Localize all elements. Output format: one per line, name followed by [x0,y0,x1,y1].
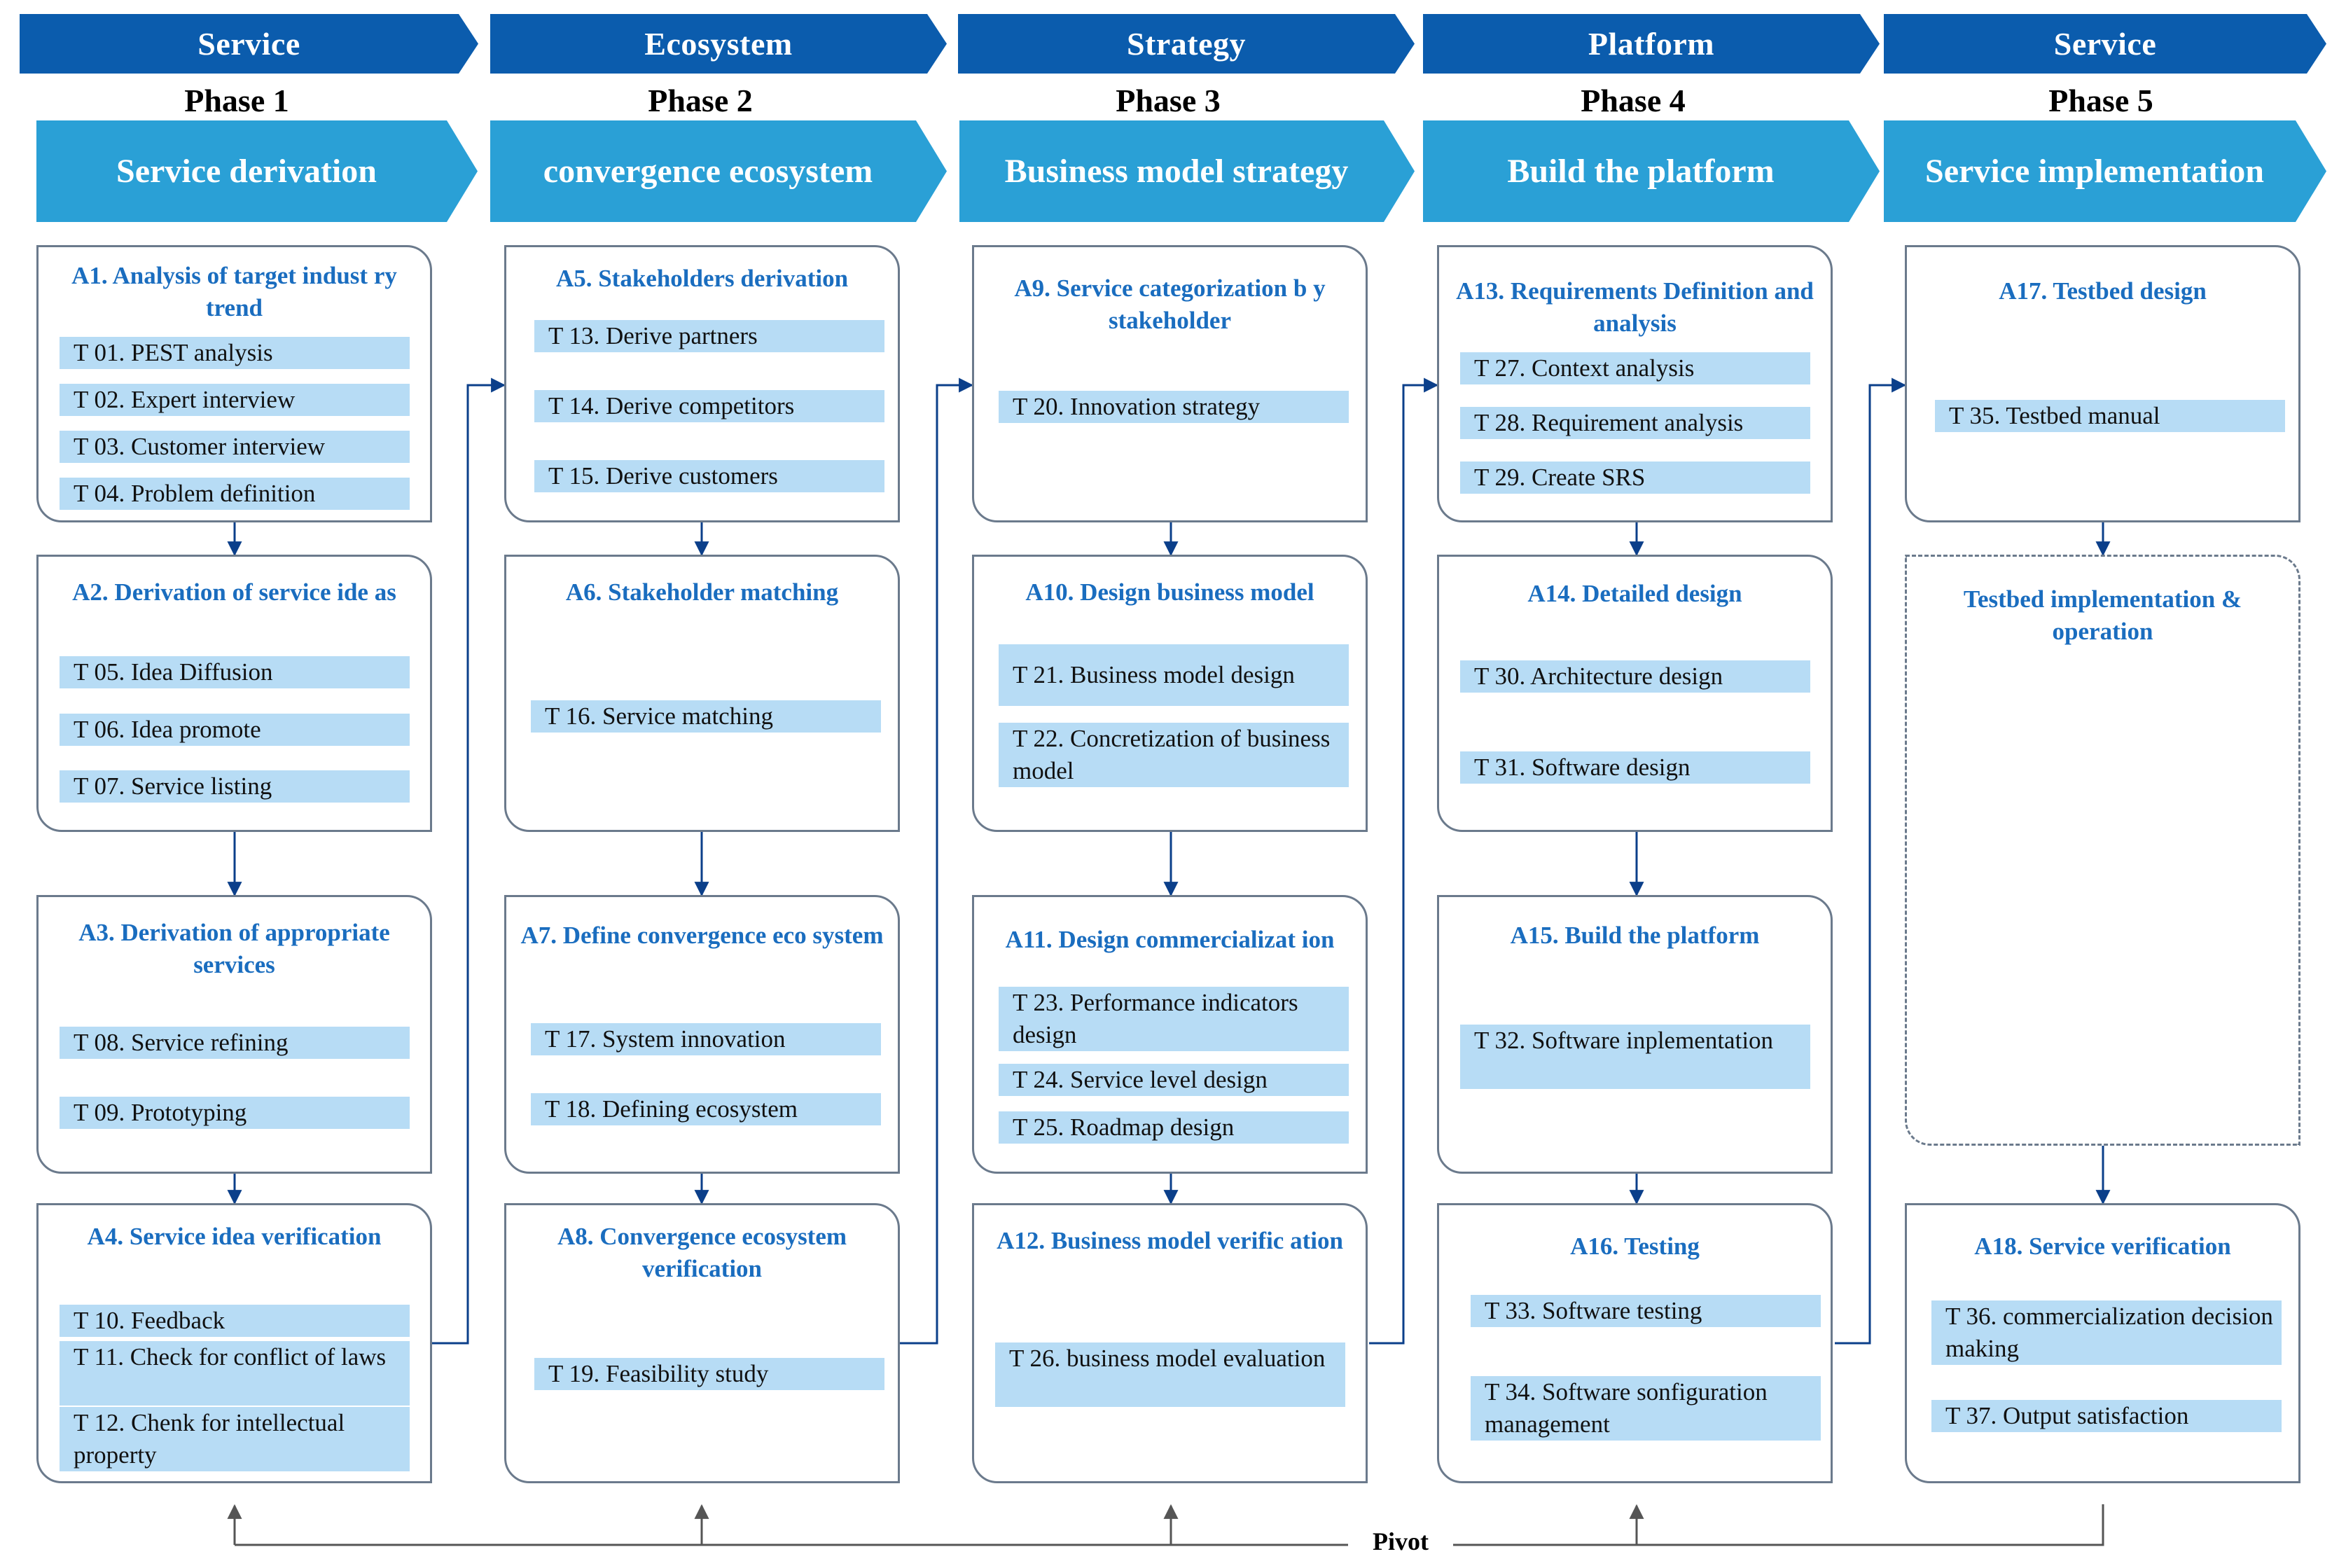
stage-arrow-strategy: Strategy [958,14,1415,74]
task-t33: T 33. Software testing [1471,1295,1821,1327]
task-t35: T 35. Testbed manual [1935,400,2285,432]
phase-label-3: Phase 3 [1116,82,1221,118]
activity-title: A2. Derivation of service ide as [72,578,396,606]
activity-testbed-implementation: Testbed implementation & operation [1905,555,2300,1146]
activity-a4: A4. Service idea verification T 10. Feed… [36,1203,432,1483]
activity-title: A11. Design commercializat ion [1005,926,1335,953]
task-t10: T 10. Feedback [60,1305,410,1337]
task-t14: T 14. Derive competitors [534,390,884,422]
task-t32: T 32. Software inplementation [1460,1025,1810,1089]
activity-a17: A17. Testbed design T 35. Testbed manual [1905,245,2300,522]
task-t34: T 34. Software sonfiguration management [1471,1376,1821,1441]
task-t26: T 26. business model evaluation [995,1342,1345,1407]
task-t23: T 23. Performance indicators design [999,987,1349,1051]
task-t11: T 11. Check for conflict of laws [60,1341,410,1406]
task-t13: T 13. Derive partners [534,320,884,352]
task-t07: T 07. Service listing [60,770,410,803]
activity-a13: A13. Requirements Definition and analysi… [1437,245,1833,522]
task-t24: T 24. Service level design [999,1064,1349,1096]
task-t30: T 30. Architecture design [1460,660,1810,693]
activity-title: A10. Design business model [1025,578,1314,606]
activity-title: A14. Detailed design [1527,580,1742,607]
task-t27: T 27. Context analysis [1460,352,1810,384]
activity-title: A7. Define convergence eco system [520,922,884,949]
phase-label-5: Phase 5 [2048,82,2153,118]
activity-a14: A14. Detailed design T 30. Architecture … [1437,555,1833,832]
activity-a11: A11. Design commercializat ion T 23. Per… [972,895,1368,1174]
task-t04: T 04. Problem definition [60,478,410,510]
task-t31: T 31. Software design [1460,751,1810,784]
task-t20: T 20. Innovation strategy [999,391,1349,423]
task-t19: T 19. Feasibility study [534,1358,884,1390]
activity-title: A13. Requirements Definition and analysi… [1456,277,1814,337]
activity-a10: A10. Design business model T 21. Busines… [972,555,1368,832]
phase-arrow-service-derivation: Service derivation [36,120,478,222]
task-t36: T 36. commercialization decision making [1931,1300,2282,1365]
phase-arrow-build-platform: Build the platform [1423,120,1880,222]
phase-label-2: Phase 2 [648,82,753,118]
activity-a8: A8. Convergence ecosystem verification T… [504,1203,900,1483]
activity-a7: A7. Define convergence eco system T 17. … [504,895,900,1174]
task-t02: T 02. Expert interview [60,384,410,416]
activity-title: A16. Testing [1570,1233,1700,1260]
activity-title: A1. Analysis of target indust ry trend [71,262,397,321]
phase-arrow-business-model-strategy: Business model strategy [959,120,1415,222]
activity-title: A12. Business model verific ation [997,1227,1343,1254]
stage-arrow-service-1: Service [20,14,478,74]
task-t16: T 16. Service matching [531,700,881,733]
task-t08: T 08. Service refining [60,1027,410,1059]
activity-title: A18. Service verification [1974,1233,2231,1260]
activity-a2: A2. Derivation of service ide as T 05. I… [36,555,432,832]
task-t01: T 01. PEST analysis [60,337,410,369]
activity-title: A3. Derivation of appropriate services [78,919,390,978]
activity-title: A4. Service idea verification [87,1223,382,1250]
phase-arrow-convergence-ecosystem: convergence ecosystem [490,120,947,222]
stage-arrow-platform: Platform [1423,14,1880,74]
task-t37: T 37. Output satisfaction [1931,1400,2282,1432]
activity-title: A17. Testbed design [1999,277,2207,305]
task-t15: T 15. Derive customers [534,460,884,492]
task-t17: T 17. System innovation [531,1023,881,1055]
task-t18: T 18. Defining ecosystem [531,1093,881,1125]
task-t22: T 22. Concretization of business model [999,723,1349,787]
task-t29: T 29. Create SRS [1460,462,1810,494]
activity-title: A6. Stakeholder matching [565,578,839,606]
activity-title: A9. Service categorization b y stakehold… [1014,275,1326,334]
activity-a6: A6. Stakeholder matching T 16. Service m… [504,555,900,832]
stage-arrow-service-5: Service [1884,14,2326,74]
pivot-label: Pivot [1369,1527,1432,1560]
task-t03: T 03. Customer interview [60,431,410,463]
activity-a5: A5. Stakeholders derivation T 13. Derive… [504,245,900,522]
activity-a9: A9. Service categorization b y stakehold… [972,245,1368,522]
task-t05: T 05. Idea Diffusion [60,656,410,688]
activity-title: A8. Convergence ecosystem verification [557,1223,847,1282]
activity-title: Testbed implementation & operation [1963,585,2242,645]
task-t28: T 28. Requirement analysis [1460,407,1810,439]
phase-label-1: Phase 1 [184,82,289,118]
task-t12: T 12. Chenk for intellectual property [60,1407,410,1471]
task-t09: T 09. Prototyping [60,1097,410,1129]
activity-a3: A3. Derivation of appropriate services T… [36,895,432,1174]
activity-a15: A15. Build the platform T 32. Software i… [1437,895,1833,1174]
phase-arrow-service-implementation: Service implementation [1884,120,2326,222]
phase-label-4: Phase 4 [1581,82,1686,118]
activity-a1: A1. Analysis of target indust ry trend T… [36,245,432,522]
activity-a18: A18. Service verification T 36. commerci… [1905,1203,2300,1483]
activity-title: A5. Stakeholders derivation [555,265,849,292]
task-t25: T 25. Roadmap design [999,1111,1349,1144]
activity-title: A15. Build the platform [1510,922,1760,949]
activity-a16: A16. Testing T 33. Software testing T 34… [1437,1203,1833,1483]
task-t06: T 06. Idea promote [60,714,410,746]
task-t21: T 21. Business model design [999,644,1349,706]
activity-a12: A12. Business model verific ation T 26. … [972,1203,1368,1483]
stage-arrow-ecosystem: Ecosystem [490,14,947,74]
